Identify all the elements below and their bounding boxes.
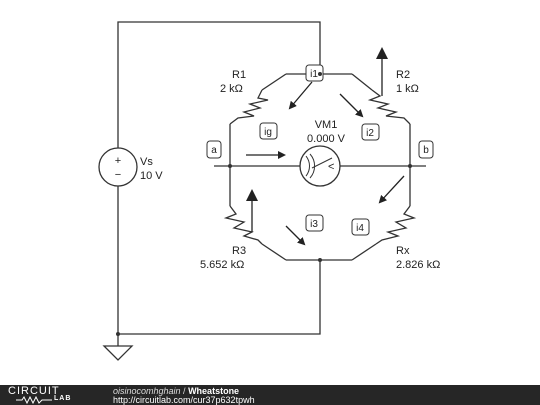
node-a[interactable]: a [206,140,222,159]
current-arrow-i1 [288,81,313,110]
resistor-r1[interactable] [229,89,269,125]
current-tag-i4-label: i4 [356,223,364,234]
resistor-r3[interactable] [223,205,263,245]
wire-r3-bottom [261,243,287,261]
voltmeter-vm1[interactable] [299,145,341,187]
credit-separator: / [180,386,189,396]
current-tag-i2[interactable]: i2 [361,123,380,141]
schematic-canvas: + − Vs 10 V < VM1 0.000 V R1 2 kΩ R2 1 k… [98,21,440,361]
rx-value-label: 2.826 kΩ [396,259,440,271]
junction-a [228,164,232,168]
circuit-title[interactable]: Wheatstone [188,386,240,396]
logo-resistor-icon [16,396,52,404]
r1-value-label: 2 kΩ [220,83,243,95]
current-arrow-i2 [339,93,364,118]
credit-line: oisinocomhghain / Wheatstone [113,386,239,396]
current-arrow-i3 [285,225,306,246]
current-tag-i2-label: i2 [366,128,374,139]
resistor-rx[interactable] [375,205,417,245]
author-link[interactable]: oisinocomhghain [113,386,181,396]
voltmeter-value-label: 0.000 V [307,133,346,145]
current-tag-i3-label: i3 [310,219,318,230]
r2-name-label: R2 [396,69,410,81]
junction-b [408,164,412,168]
wire-bottom [117,186,321,335]
logo-text-top: CIRCUIT [8,385,60,397]
source-value-label: 10 V [140,170,163,182]
junction-bottom [318,258,322,262]
junction-top [318,72,322,76]
source-name-label: Vs [140,156,153,168]
current-arrow-i4 [378,175,405,204]
source-minus-sign: − [115,169,121,181]
r1-name-label: R1 [232,69,246,81]
voltmeter-name-label: VM1 [315,119,338,131]
footer-bar: CIRCUIT LAB oisinocomhghain / Wheatstone… [0,385,540,405]
current-tag-i3[interactable]: i3 [305,214,324,232]
current-tag-i1[interactable]: i1 [305,64,324,82]
voltage-source-vs[interactable]: + − [98,147,138,187]
node-a-label: a [211,145,217,156]
current-tag-ig-label: ig [264,127,272,138]
rx-name-label: Rx [396,245,410,257]
current-tag-i1-label: i1 [310,69,318,80]
node-b[interactable]: b [418,140,434,159]
circuit-url-link[interactable]: http://circuitlab.com/cur37p632tpwh [113,395,255,405]
wire-rx-bottom [351,243,377,261]
junction-ground [116,332,120,336]
voltmeter-symbol: < [328,161,334,173]
wire-r2-right [351,73,373,91]
r2-value-label: 1 kΩ [396,83,419,95]
ground-icon [102,345,134,361]
r3-value-label: 5.652 kΩ [200,259,244,271]
r3-name-label: R3 [232,245,246,257]
wire-top [117,21,321,148]
current-tag-ig[interactable]: ig [259,122,278,140]
source-plus-sign: + [115,155,121,167]
circuitlab-logo[interactable]: CIRCUIT LAB [8,385,96,405]
logo-text-bottom: LAB [54,395,72,402]
node-b-label: b [423,145,429,156]
wire-r1-left [261,73,287,91]
resistor-r2[interactable] [367,89,411,125]
current-tag-i4[interactable]: i4 [351,218,370,236]
